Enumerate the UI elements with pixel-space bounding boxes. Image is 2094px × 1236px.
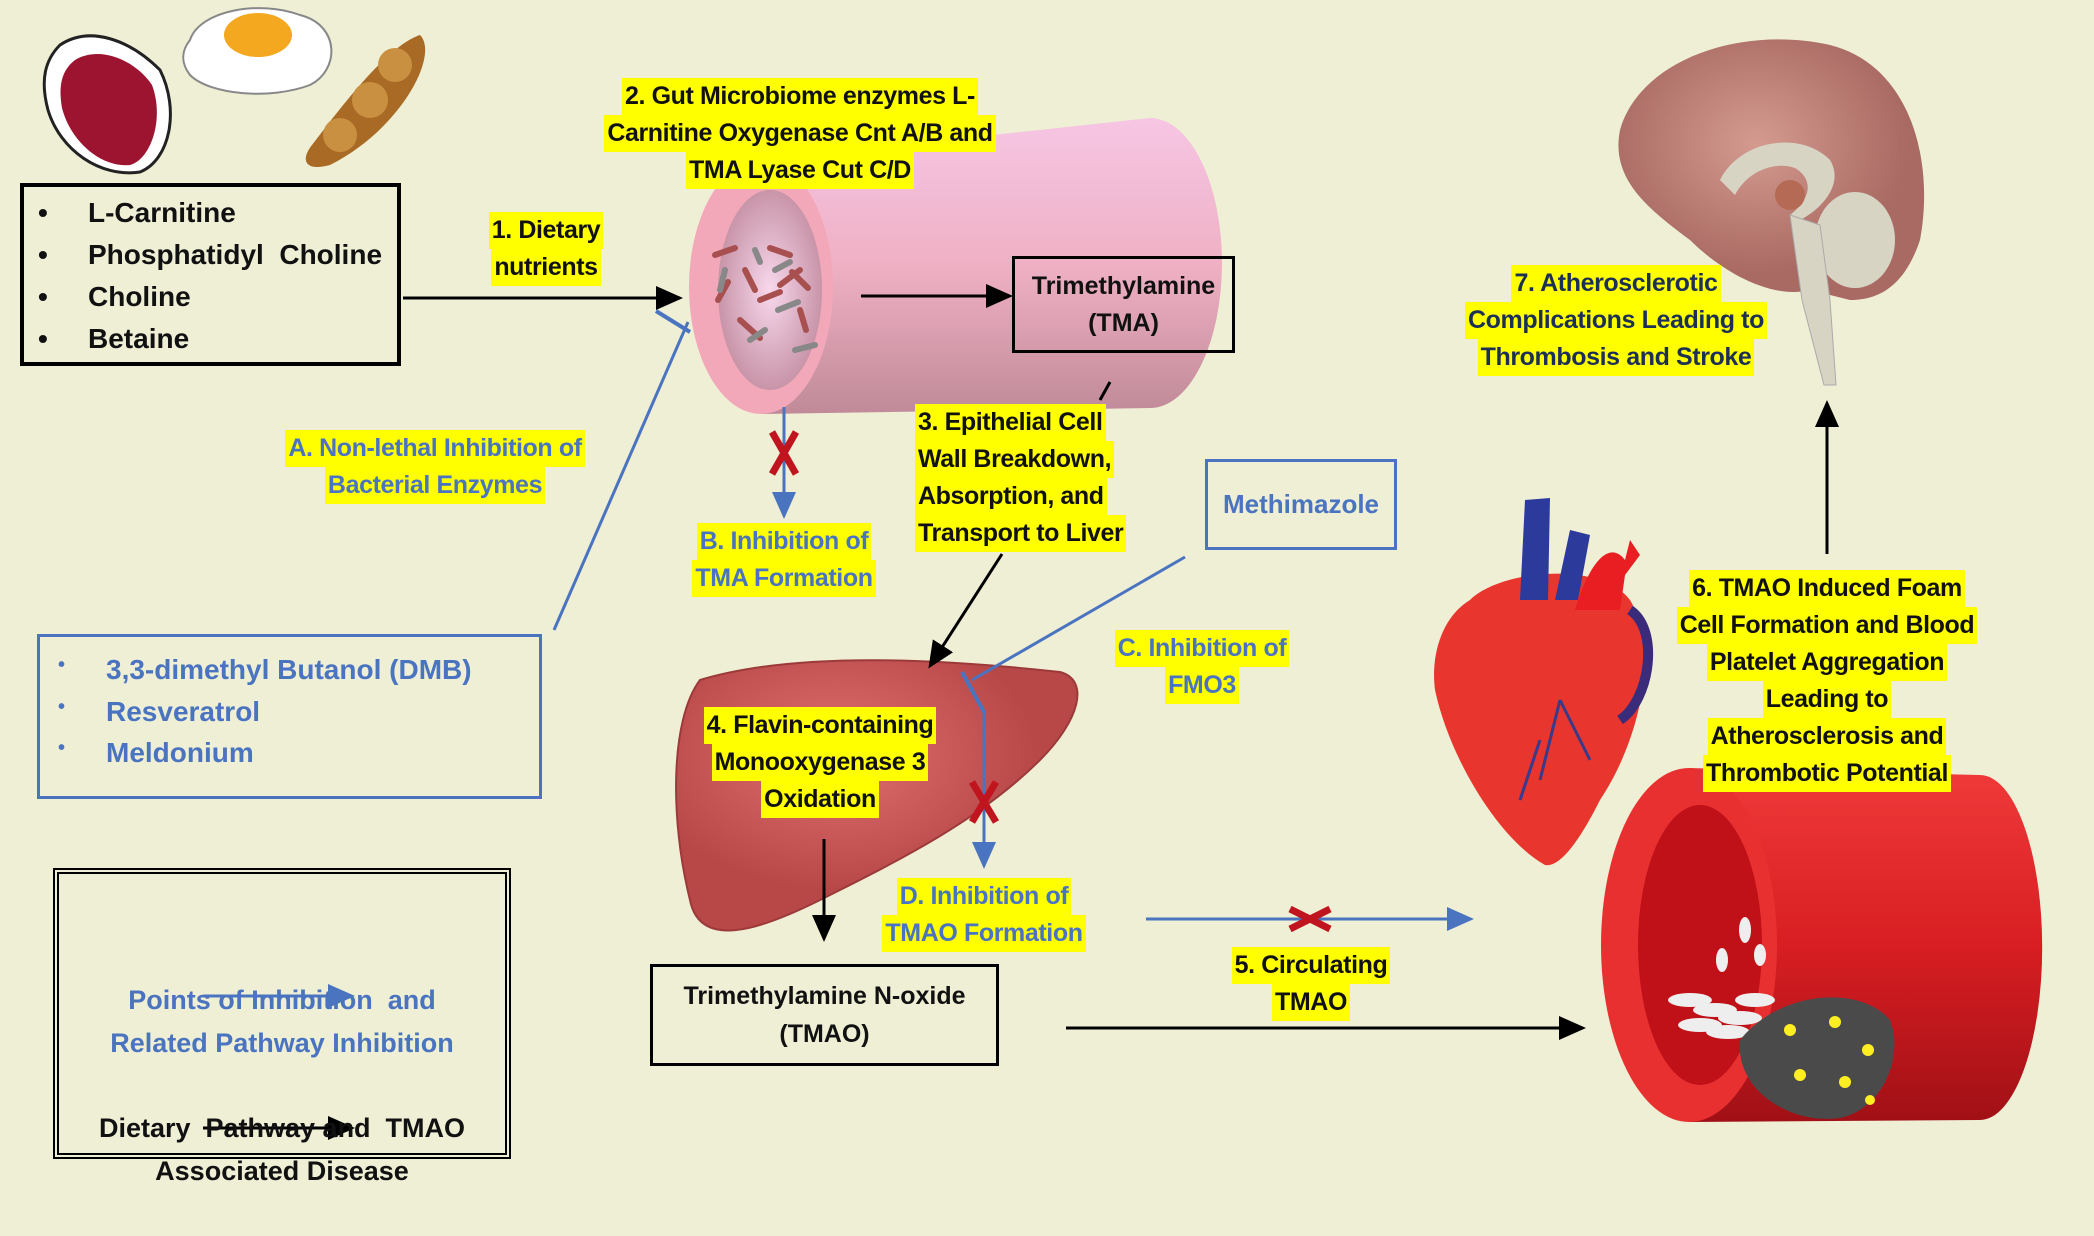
methimazole-box: Methimazole	[1205, 459, 1397, 550]
platelet-aggregate	[1739, 997, 1895, 1119]
brain-illustration	[1618, 39, 1925, 386]
nutrient-item: •Phosphatidyl Choline	[38, 239, 383, 270]
inhibitor-item: •Meldonium	[58, 737, 254, 768]
inhibitor-item: •Resveratrol	[58, 696, 261, 727]
label-step2-gut-enzymes: 2. Gut Microbiome enzymes L-Carnitine Ox…	[560, 78, 1040, 189]
inhibitor-line-bacterial	[552, 321, 690, 631]
diagram-art	[42, 7, 2043, 1140]
egg-icon	[182, 7, 333, 95]
block-x-icon	[968, 780, 1000, 824]
bean-pod-icon	[305, 35, 426, 168]
tma-box: Trimethylamine (TMA)	[1012, 256, 1235, 353]
block-x-icon	[768, 430, 800, 476]
inhibitor-tbar-bacterial	[654, 309, 692, 334]
meat-icon	[42, 34, 172, 175]
legend-box	[53, 868, 511, 1159]
inhibitor-tbar-fmo3	[960, 671, 986, 713]
gut-intestine-illustration	[689, 118, 1222, 414]
line-tma-to-epithelial	[1098, 381, 1112, 401]
nutrient-item: •L-Carnitine	[38, 197, 236, 228]
inhibitors-box: •3,3-dimethyl Butanol (DMB) •Resveratrol…	[37, 634, 542, 799]
arrow-to-liver	[928, 553, 1004, 669]
heart-illustration	[1434, 498, 1654, 866]
block-x-icon	[1288, 905, 1332, 933]
nutrient-item: •Choline	[38, 281, 191, 312]
nutrient-item: •Betaine	[38, 323, 190, 354]
inhibitor-item: •3,3-dimethyl Butanol (DMB)	[58, 654, 472, 685]
blood-vessel-illustration	[1601, 768, 2043, 1122]
inhibitor-line-methimazole	[971, 555, 1186, 682]
nutrients-box: •L-Carnitine •Phosphatidyl Choline •Chol…	[20, 183, 401, 366]
tmao-box: Trimethylamine N-oxide (TMAO)	[650, 964, 999, 1066]
